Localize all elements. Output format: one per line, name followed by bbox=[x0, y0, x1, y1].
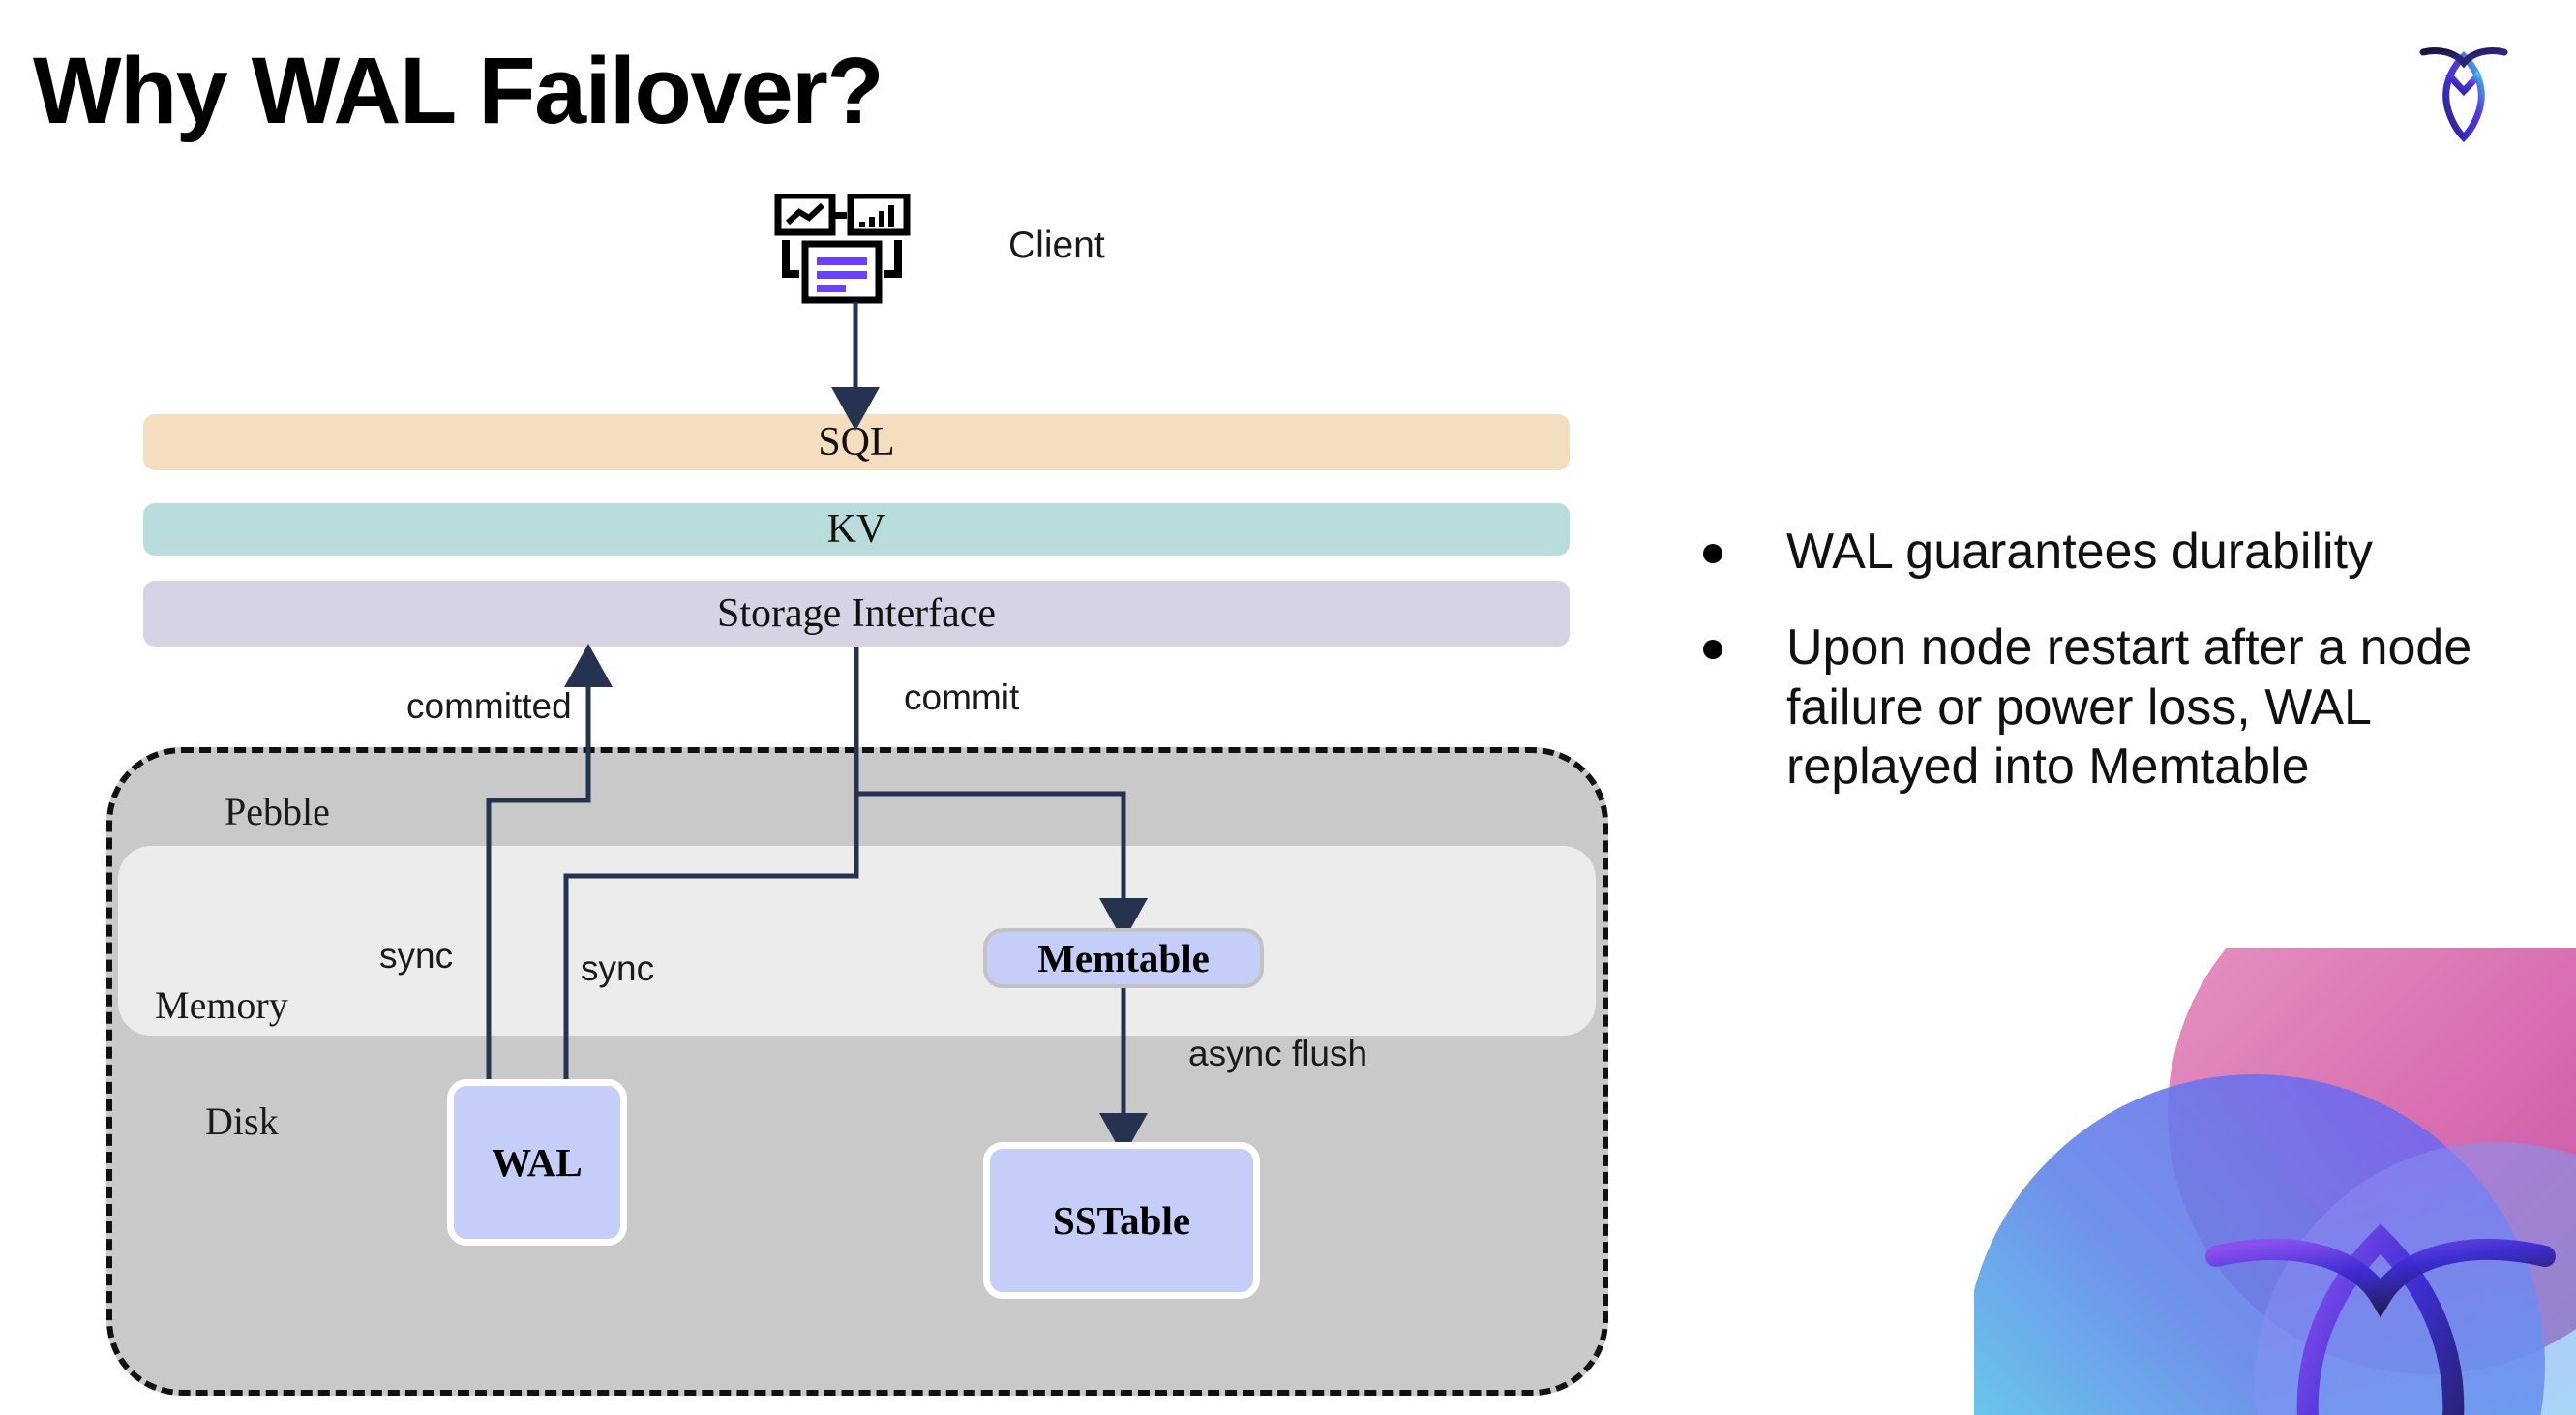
bullet-text: WAL guarantees durability bbox=[1786, 524, 2374, 580]
bullet-text: Upon node restart after a node failure o… bbox=[1786, 619, 2472, 796]
bullet-list: WAL guarantees durability Upon node rest… bbox=[1703, 523, 2506, 833]
node-sstable: SSTable bbox=[983, 1142, 1260, 1299]
memory-label: Memory bbox=[155, 983, 288, 1027]
decorative-brand-graphic bbox=[1964, 852, 2576, 1415]
edge-label-sync-2: sync bbox=[581, 948, 655, 988]
node-wal-label: WAL bbox=[492, 1140, 583, 1185]
layer-storage-interface-label: Storage Interface bbox=[717, 591, 996, 636]
node-wal: WAL bbox=[447, 1079, 627, 1246]
node-memtable-label: Memtable bbox=[1037, 936, 1210, 980]
client-label: Client bbox=[1008, 225, 1105, 266]
bullet-dot-icon bbox=[1703, 544, 1722, 563]
list-item: WAL guarantees durability bbox=[1703, 523, 2506, 582]
edge-label-async-flush: async flush bbox=[1188, 1034, 1368, 1073]
edge-label-committed: committed bbox=[406, 686, 572, 726]
node-sstable-label: SSTable bbox=[1052, 1198, 1191, 1243]
layer-sql-label: SQL bbox=[818, 420, 895, 465]
layer-storage-interface: Storage Interface bbox=[143, 581, 1570, 647]
pebble-container bbox=[106, 747, 1608, 1396]
list-item: Upon node restart after a node failure o… bbox=[1703, 618, 2506, 797]
client-dashboard-icon bbox=[774, 192, 929, 310]
disk-label: Disk bbox=[205, 1099, 279, 1143]
edge-label-sync-1: sync bbox=[379, 936, 454, 976]
memory-region bbox=[118, 846, 1596, 1036]
cockroachdb-logo bbox=[2402, 27, 2526, 151]
page-title: Why WAL Failover? bbox=[33, 38, 884, 143]
bullet-dot-icon bbox=[1703, 640, 1722, 660]
layer-sql: SQL bbox=[143, 414, 1570, 470]
layer-kv: KV bbox=[143, 503, 1570, 556]
edge-label-commit: commit bbox=[904, 677, 1020, 717]
pebble-label: Pebble bbox=[225, 790, 330, 833]
layer-kv-label: KV bbox=[826, 507, 886, 552]
node-memtable: Memtable bbox=[983, 928, 1264, 988]
